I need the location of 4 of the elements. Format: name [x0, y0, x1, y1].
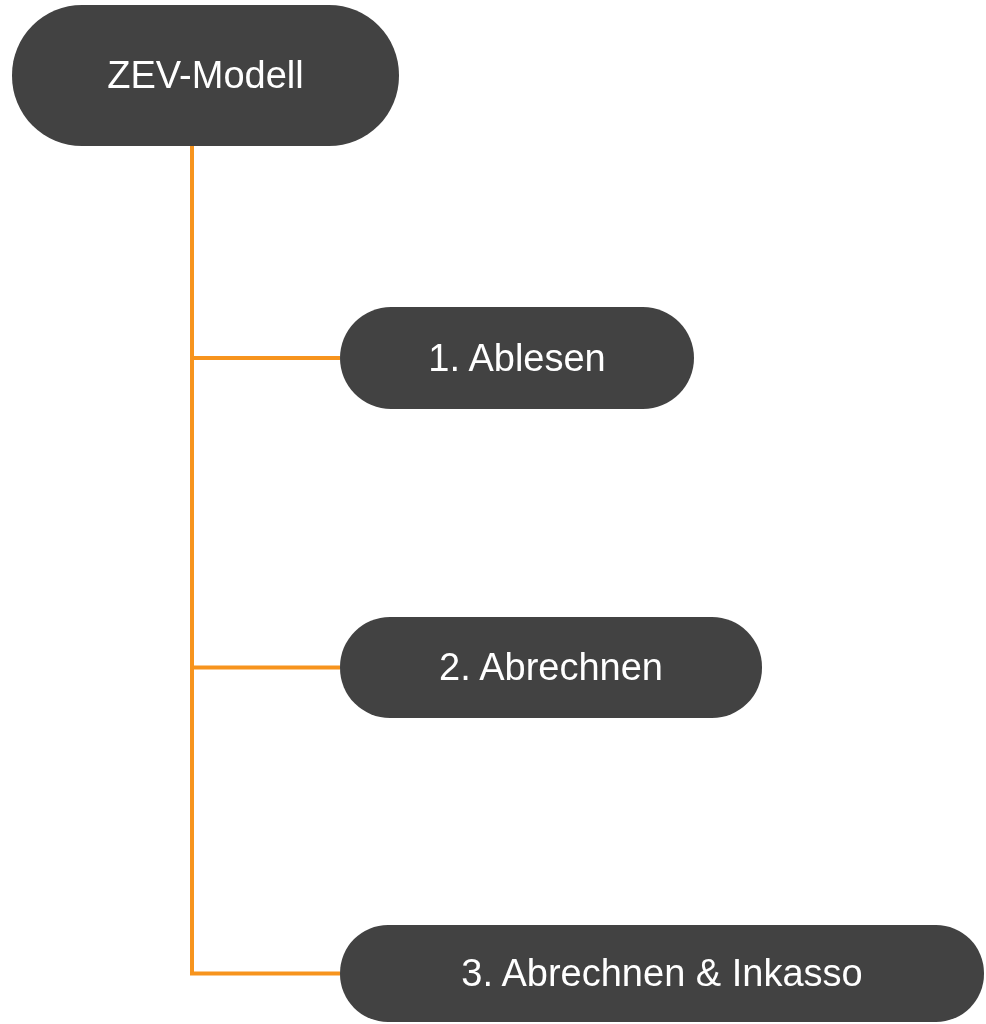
node-label: 1. Ablesen: [428, 336, 606, 380]
node-label: 3. Abrechnen & Inkasso: [461, 952, 863, 995]
node-label: 2. Abrechnen: [439, 646, 663, 689]
node-label: ZEV-Modell: [107, 54, 304, 97]
